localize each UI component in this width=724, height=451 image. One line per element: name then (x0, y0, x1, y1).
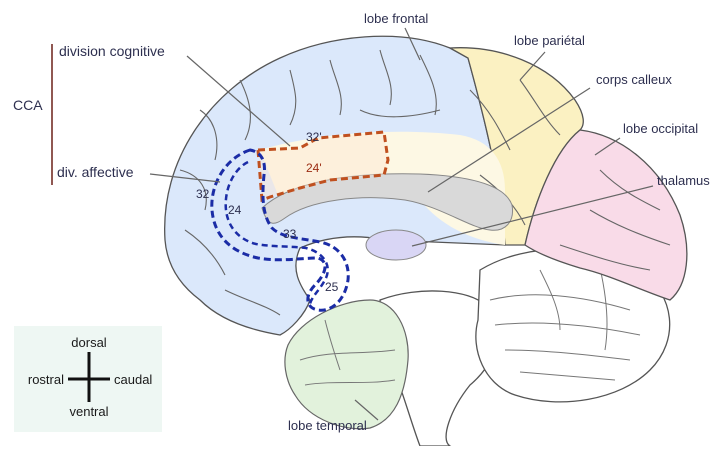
label-lobe-occipital: lobe occipital (623, 121, 698, 136)
label-division-cognitive: division cognitive (59, 43, 165, 59)
label-lobe-temporal: lobe temporal (288, 418, 367, 433)
label-div-affective: div. affective (57, 164, 134, 180)
legend-ventral: ventral (69, 404, 108, 419)
temporal-lobe (285, 300, 408, 429)
cca-bracket: CCA (13, 44, 52, 185)
legend-rostral: rostral (28, 372, 64, 387)
area-24-prime: 24' (306, 161, 322, 175)
legend-dorsal: dorsal (71, 335, 107, 350)
area-33: 33 (283, 227, 297, 241)
area-24: 24 (228, 203, 242, 217)
label-corps-calleux: corps calleux (596, 72, 672, 87)
cca-label: CCA (13, 97, 43, 113)
label-lobe-frontal: lobe frontal (364, 11, 428, 26)
area-25: 25 (325, 280, 339, 294)
area-32-prime: 32' (306, 130, 322, 144)
orientation-legend: dorsal ventral rostral caudal (14, 326, 162, 432)
area-32: 32 (196, 187, 210, 201)
legend-caudal: caudal (114, 372, 152, 387)
label-lobe-parietal: lobe pariétal (514, 33, 585, 48)
label-thalamus: thalamus (657, 173, 710, 188)
